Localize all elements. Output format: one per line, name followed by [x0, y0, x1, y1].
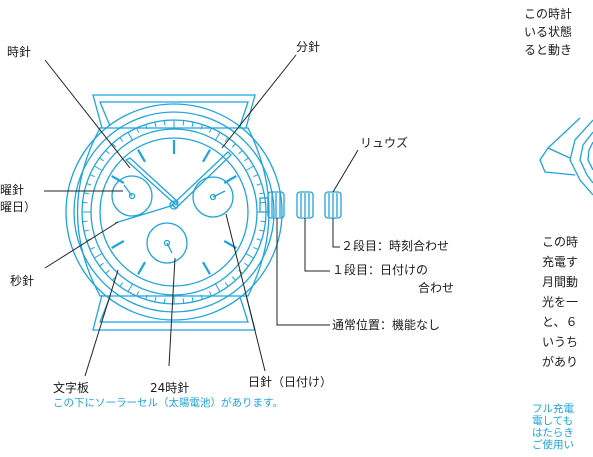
minute-tick — [258, 229, 265, 232]
label-minute-hand: 分針 — [296, 40, 321, 54]
minute-tick — [136, 127, 140, 133]
right-mid-line-1: この時 — [542, 235, 579, 249]
label-second-hand: 秒針 — [10, 274, 35, 288]
minute-tick — [105, 150, 110, 155]
hour-index — [137, 149, 146, 163]
minute-tick — [253, 246, 259, 250]
minute-tick — [231, 143, 236, 148]
second-hand — [114, 204, 175, 224]
minute-tick — [136, 291, 140, 297]
minute-tick — [238, 150, 243, 155]
minute-tick — [256, 183, 262, 186]
minute-tick — [258, 192, 265, 195]
hour-index — [137, 261, 146, 275]
minute-tick — [89, 246, 95, 250]
label-24hour-hand: 24時針 — [150, 381, 190, 395]
minute-tick — [89, 174, 95, 178]
minute-tick — [83, 192, 90, 195]
right-note-line-4: ご使用い — [532, 439, 574, 451]
right-note-line-3: はたらき — [532, 427, 574, 439]
hour-index — [202, 261, 211, 275]
minute-tick — [105, 269, 110, 274]
subdial-weekday — [111, 175, 153, 217]
minute-tick — [119, 282, 124, 287]
minute-tick — [154, 121, 157, 128]
minute-tick — [127, 283, 133, 292]
right-mid-line-3: 月間動 — [542, 275, 579, 289]
minute-tick — [253, 174, 259, 178]
label-crown-pos2: ２段目：時刻合わせ — [341, 239, 450, 253]
minute-tick — [215, 283, 221, 292]
hour-index — [111, 240, 125, 249]
label-crown-pos1-line2: 合わせ — [418, 281, 455, 295]
minute-tick — [99, 157, 104, 162]
minute-tick — [182, 298, 185, 304]
minute-tick — [99, 262, 104, 267]
minute-tick — [244, 157, 249, 162]
right-note-line-2: 電しても — [532, 415, 574, 427]
label-weekday-hand: 曜針 — [0, 183, 25, 197]
minute-tick — [86, 183, 92, 186]
minute-tick — [208, 291, 212, 297]
minute-tick — [182, 120, 185, 126]
minute-tick — [82, 220, 88, 223]
right-mid-line-4: 光を一 — [542, 295, 579, 309]
caseback-illustration — [539, 117, 593, 196]
subdial-24hour — [146, 222, 188, 264]
minute-tick — [244, 262, 249, 267]
minute-tick — [245, 165, 254, 171]
minute-tick — [145, 294, 148, 300]
minute-tick — [82, 201, 88, 204]
minute-tick — [200, 124, 203, 130]
minute-tick — [112, 143, 117, 148]
minute-tick — [200, 294, 203, 300]
label-hour-hand: 時針 — [7, 45, 32, 59]
minute-tick — [83, 229, 90, 232]
minute-tick — [191, 296, 194, 303]
minute-tick — [94, 165, 103, 171]
label-date-hand: 日針（日付け） — [248, 375, 333, 389]
right-top-line-2: いる状態 — [524, 25, 573, 39]
right-note-line-1: フル充電 — [532, 403, 574, 415]
minute-tick — [208, 127, 212, 133]
label-crown-normal: 通常位置：機能なし — [332, 318, 441, 332]
minute-tick — [163, 298, 166, 304]
subdial-date — [192, 176, 234, 218]
label-crown-pos1-line1: １段目：日付けの — [332, 263, 429, 277]
right-top-line-1: この時計 — [524, 7, 573, 21]
label-crown: リュウズ — [360, 136, 409, 150]
label-solar-note: この下にソーラーセル（太陽電池）があります。 — [53, 397, 283, 409]
minute-tick — [256, 238, 262, 241]
right-mid-line-7: があり — [542, 355, 579, 369]
minute-hand — [170, 151, 232, 209]
right-mid-line-5: と、６ — [542, 315, 578, 329]
minute-tick — [224, 137, 229, 142]
minute-tick — [154, 296, 157, 303]
crown-icon — [259, 191, 342, 219]
right-mid-line-2: 充電す — [542, 255, 579, 269]
hour-index — [202, 149, 211, 163]
minute-tick — [119, 137, 124, 142]
minute-tick — [191, 121, 194, 128]
right-mid-line-6: いうち — [542, 335, 579, 349]
label-dial: 文字板 — [53, 381, 90, 395]
minute-tick — [215, 132, 221, 141]
label-weekday-sub: 曜日） — [0, 200, 37, 214]
right-top-line-3: ると動き — [524, 43, 573, 57]
minute-tick — [231, 276, 236, 281]
minute-tick — [245, 253, 254, 259]
hour-index — [111, 175, 125, 184]
minute-tick — [224, 282, 229, 287]
minute-tick — [94, 253, 103, 259]
minute-tick — [127, 132, 133, 141]
minute-tick — [163, 120, 166, 126]
minute-tick — [145, 124, 148, 130]
minute-tick — [260, 220, 266, 223]
minute-tick — [260, 201, 266, 204]
